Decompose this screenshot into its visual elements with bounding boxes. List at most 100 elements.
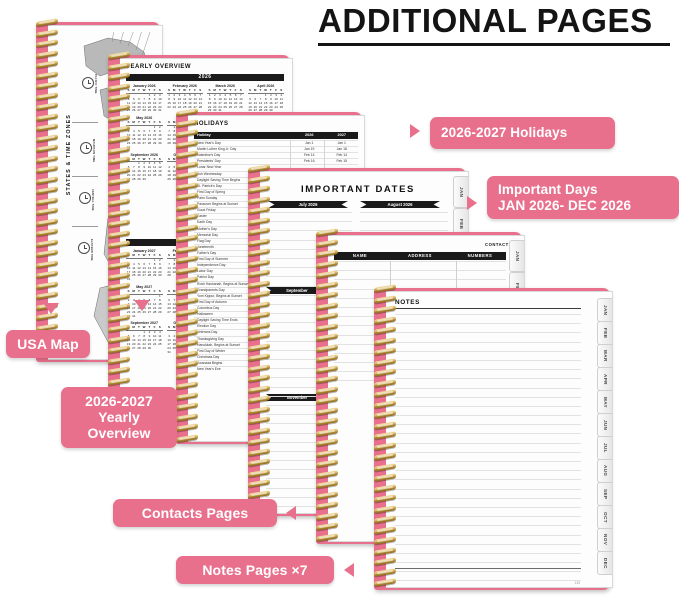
ruled-line bbox=[360, 212, 448, 221]
notes-bottom-rule bbox=[395, 568, 581, 569]
holiday-name: Palm Sunday bbox=[197, 195, 218, 200]
tab-aug[interactable]: AUG bbox=[597, 459, 612, 483]
ruled-line bbox=[266, 331, 352, 340]
ruled-line bbox=[334, 261, 506, 270]
usa-map-side-label: STATES & TIME ZONES bbox=[66, 114, 72, 196]
ruled-line bbox=[395, 323, 581, 332]
tab-feb[interactable]: FEB bbox=[597, 321, 612, 345]
ruled-line bbox=[395, 314, 581, 323]
ruled-line bbox=[266, 414, 352, 423]
tab-jun[interactable]: JUN bbox=[597, 413, 612, 437]
holiday-name: Kwanzaa Begins bbox=[197, 360, 223, 365]
spiral-binding-holidays bbox=[176, 108, 198, 447]
holiday-name: Rosh Hashanah, Begins at Sunset bbox=[197, 281, 249, 286]
mini-month-name: May 2026 bbox=[136, 116, 153, 121]
tab-oct[interactable]: OCT bbox=[597, 505, 612, 529]
ruled-line bbox=[395, 562, 581, 571]
ruled-line bbox=[395, 332, 581, 341]
holiday-name: New Year's Eve bbox=[197, 367, 221, 372]
ruled-line bbox=[395, 571, 581, 580]
holiday-name: Father's Day bbox=[197, 250, 217, 255]
tab-jan-contacts[interactable]: JAN bbox=[509, 240, 524, 272]
ruled-line bbox=[266, 294, 352, 304]
ruled-line bbox=[395, 479, 581, 488]
timezone-clock-central bbox=[79, 192, 91, 204]
holiday-date-2027: Jan 1 bbox=[337, 141, 346, 145]
holiday-name: Valentine's Day bbox=[197, 153, 221, 158]
notes-page-number: 139 bbox=[574, 581, 580, 585]
ruled-line bbox=[395, 341, 581, 351]
ruled-line bbox=[266, 359, 352, 368]
ruled-line bbox=[266, 267, 352, 276]
holidays-col-holiday: Holiday bbox=[197, 133, 211, 137]
arrow-yearly-overview bbox=[134, 300, 150, 311]
ruled-line bbox=[395, 369, 581, 378]
spiral-binding-contacts bbox=[316, 228, 338, 547]
tab-may[interactable]: MAY bbox=[597, 390, 612, 414]
ruled-line bbox=[395, 534, 581, 544]
ruled-line bbox=[395, 580, 581, 587]
mini-month: September 2027SMTWTFS1234567891011121314… bbox=[126, 321, 163, 350]
holiday-date-2026: Jan 1 bbox=[305, 141, 314, 145]
important-dates-title: IMPORTANT DATES bbox=[301, 184, 415, 195]
holiday-name: Labor Day bbox=[197, 269, 213, 274]
timezone-label-mountain: MOUNTAIN TIME bbox=[92, 139, 95, 163]
holiday-name: Easter bbox=[197, 214, 207, 219]
ruled-line bbox=[266, 276, 352, 285]
ruled-line bbox=[266, 239, 352, 249]
ruled-line bbox=[266, 460, 352, 469]
notes-title: NOTES bbox=[395, 299, 421, 306]
ruled-line bbox=[395, 350, 581, 360]
ruled-line bbox=[395, 442, 581, 452]
ruled-line bbox=[266, 313, 352, 322]
ruled-line bbox=[266, 230, 352, 239]
page-title: ADDITIONAL PAGES bbox=[318, 2, 653, 39]
tab-jan[interactable]: JAN bbox=[597, 298, 612, 322]
holiday-name: Lunar New Year bbox=[197, 165, 222, 170]
important-dates-banner-july: July 2026 bbox=[268, 201, 348, 208]
ruled-line bbox=[266, 248, 352, 258]
tab-apr[interactable]: APR bbox=[597, 367, 612, 391]
ruled-line bbox=[395, 405, 581, 415]
holiday-name: First Day of Spring bbox=[197, 189, 226, 194]
tab-sep[interactable]: SEP bbox=[597, 482, 612, 506]
holiday-name: Halloween bbox=[197, 312, 213, 317]
tab-jan[interactable]: JAN bbox=[453, 176, 468, 208]
tab-mar[interactable]: MAR bbox=[597, 344, 612, 368]
holiday-name: Earth Day bbox=[197, 220, 213, 225]
map-leader-line-3 bbox=[72, 226, 98, 227]
holiday-name: Hanukkah, Begins at Sunset bbox=[197, 342, 240, 347]
holidays-title: HOLIDAYS bbox=[194, 121, 229, 127]
ruled-line bbox=[266, 340, 352, 350]
holiday-name: Flag Day bbox=[197, 238, 211, 243]
tab-nov[interactable]: NOV bbox=[597, 528, 612, 552]
tab-dec[interactable]: DEC bbox=[597, 551, 612, 575]
ruled-line bbox=[266, 212, 352, 221]
ruled-line bbox=[266, 322, 352, 331]
holiday-name: Grandparents Day bbox=[197, 287, 225, 292]
mini-month-name: January 2027 bbox=[132, 249, 156, 253]
tab-jul[interactable]: JUL bbox=[597, 436, 612, 460]
holiday-date-2026: Jan 19 bbox=[304, 147, 315, 152]
callout-contacts: Contacts Pages bbox=[113, 499, 277, 528]
ruled-line bbox=[395, 387, 581, 397]
holiday-name: Juneteenth bbox=[197, 244, 214, 249]
ruled-line bbox=[360, 230, 448, 239]
mini-month: September 2026SMTWTFS1234567891011121314… bbox=[126, 152, 163, 181]
ruled-line bbox=[266, 478, 352, 487]
important-dates-banner-november: November bbox=[266, 394, 328, 401]
ruled-line bbox=[395, 461, 581, 470]
holiday-name: Christmas Day bbox=[197, 354, 220, 359]
holiday-name: Thanksgiving Day bbox=[197, 336, 224, 341]
ruled-line bbox=[266, 423, 352, 432]
map-leader-line-1 bbox=[72, 122, 98, 123]
map-leader-line-2 bbox=[72, 176, 98, 177]
arrow-usa-map bbox=[43, 303, 59, 314]
ruled-line bbox=[395, 525, 581, 534]
holiday-date-2026: Feb 16 bbox=[303, 159, 315, 164]
